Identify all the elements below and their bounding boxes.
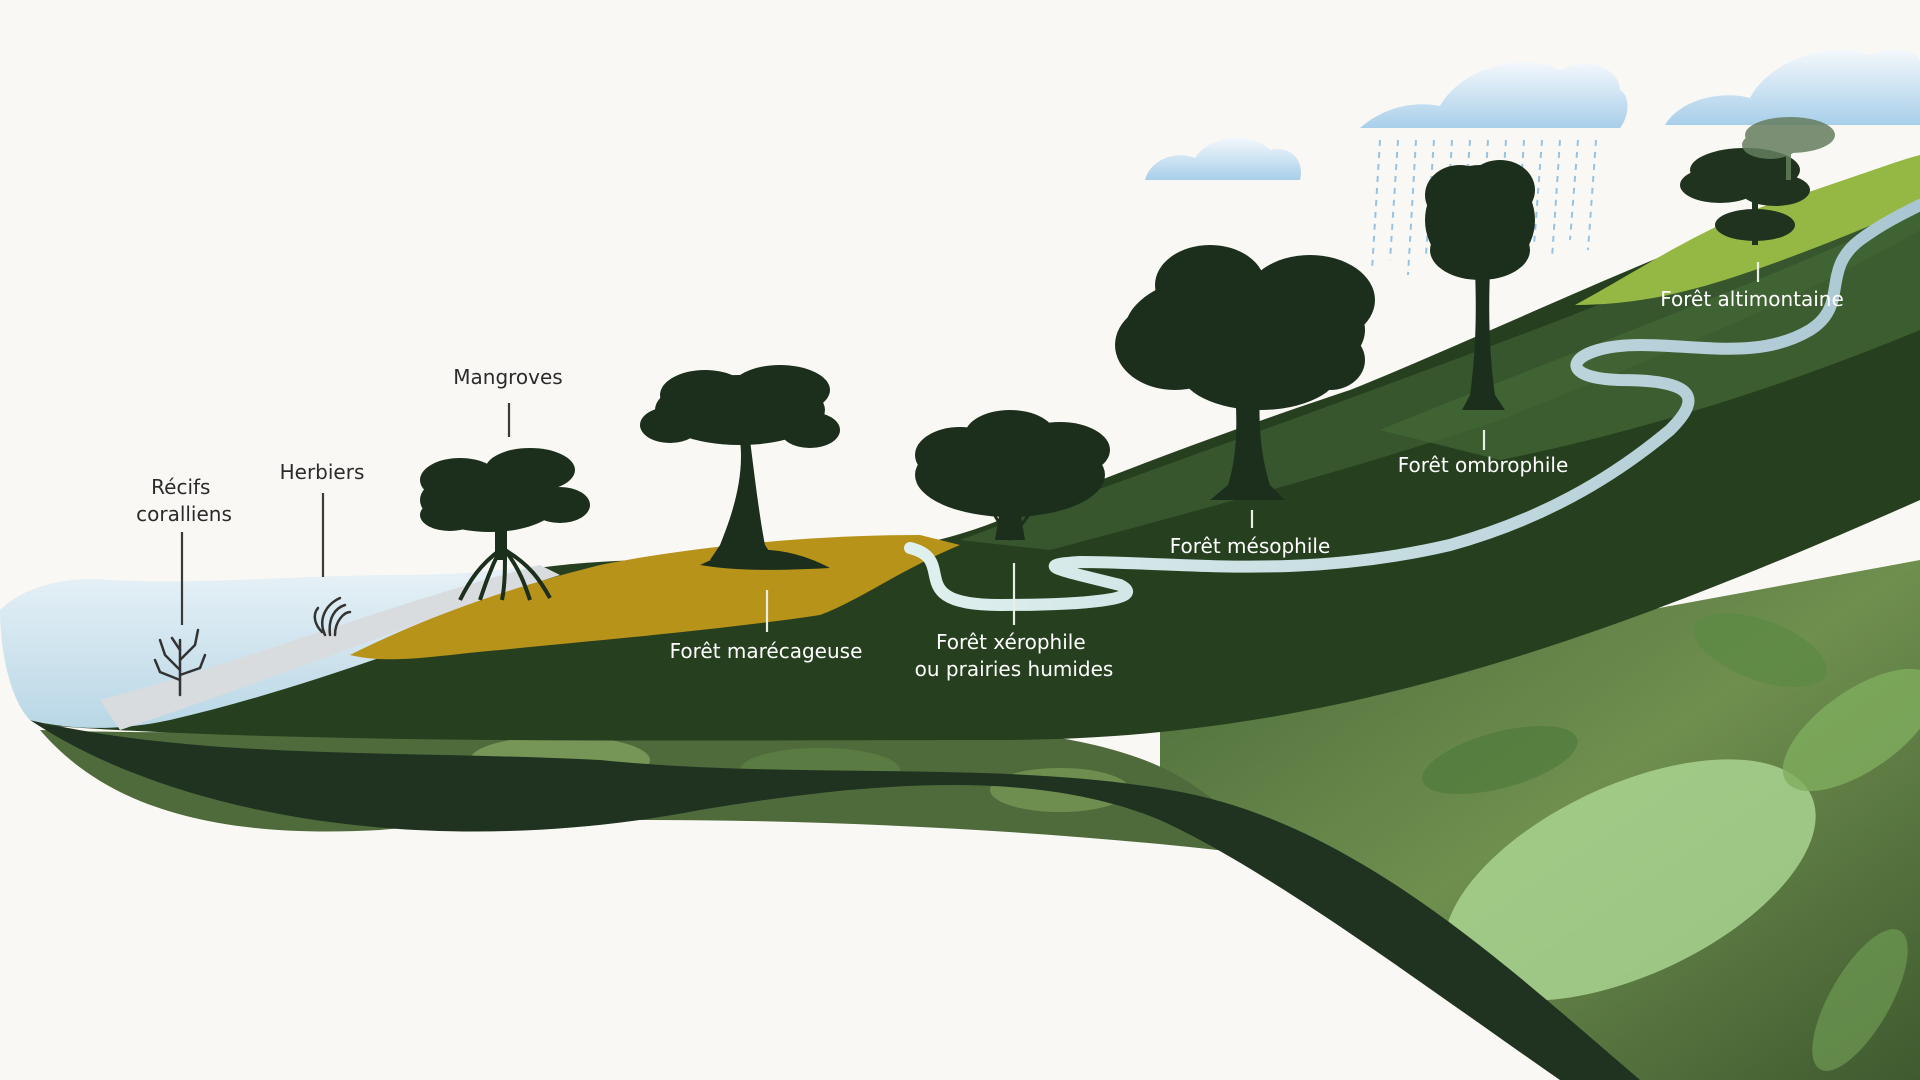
- label-ombrophile: Forêt ombrophile: [1398, 453, 1569, 477]
- jungle-leaf: [1812, 929, 1908, 1071]
- mesophile-zone: [960, 170, 1920, 550]
- swamp-tree-icon: [640, 365, 840, 570]
- cloud-right: [1665, 49, 1920, 125]
- label-recifs-line2: coralliens: [136, 502, 232, 526]
- ombrophile-tree-icon: [1425, 160, 1535, 410]
- label-recifs-line1: Récifs: [151, 475, 210, 499]
- label-xerophile-line2: ou prairies humides: [915, 657, 1114, 681]
- jungle-leaf: [1693, 613, 1827, 687]
- label-marecageuse: Forêt marécageuse: [670, 639, 863, 663]
- label-herbiers: Herbiers: [280, 460, 365, 484]
- mangrove-tree-icon: [420, 448, 590, 601]
- ombrophile-zone: [1380, 210, 1920, 460]
- altimontane-palm-icon: [1680, 117, 1835, 245]
- label-xerophile: Forêt xérophile ou prairies humides: [915, 630, 1114, 681]
- label-mangroves: Mangroves: [453, 365, 562, 389]
- coral-icon: [153, 628, 207, 697]
- jungle-leaf: [1782, 668, 1920, 792]
- label-altimontaine: Forêt altimontaine: [1660, 287, 1844, 311]
- jungle-leaf: [1444, 759, 1816, 1001]
- label-mesophile: Forêt mésophile: [1170, 534, 1331, 558]
- label-xerophile-line1: Forêt xérophile: [936, 630, 1086, 654]
- dark-swoosh: [30, 720, 1640, 1080]
- shore: [100, 565, 560, 730]
- label-recifs: Récifs coralliens: [136, 475, 232, 526]
- mesophile-tree-icon: [1115, 245, 1375, 500]
- seagrass-icon: [313, 596, 352, 637]
- cloud-small: [1145, 137, 1301, 180]
- xerophile-bush-icon: [915, 410, 1110, 541]
- jungle-leaf: [1422, 725, 1578, 795]
- river: [904, 199, 1920, 612]
